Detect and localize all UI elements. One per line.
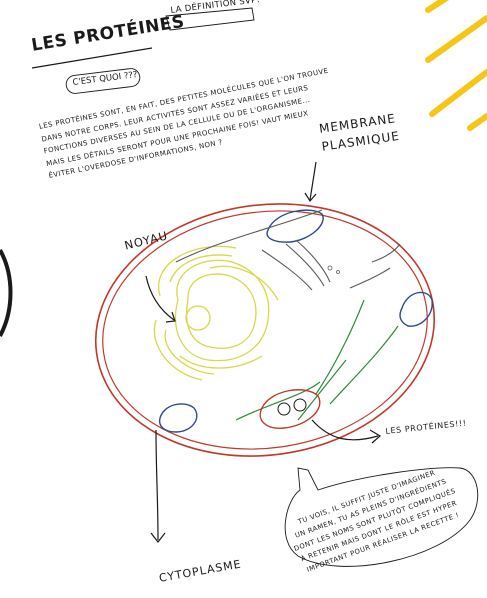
noyau-arrow	[146, 276, 174, 320]
cytoplasme-arrow	[156, 430, 158, 540]
left-edge-curve	[0, 250, 11, 336]
blue-organelles	[160, 210, 433, 432]
protein-capsule	[260, 390, 320, 428]
vesicles	[328, 266, 340, 274]
endoplasmic-reticulum	[236, 300, 398, 420]
yellow-stripes-decoration	[428, 0, 487, 128]
